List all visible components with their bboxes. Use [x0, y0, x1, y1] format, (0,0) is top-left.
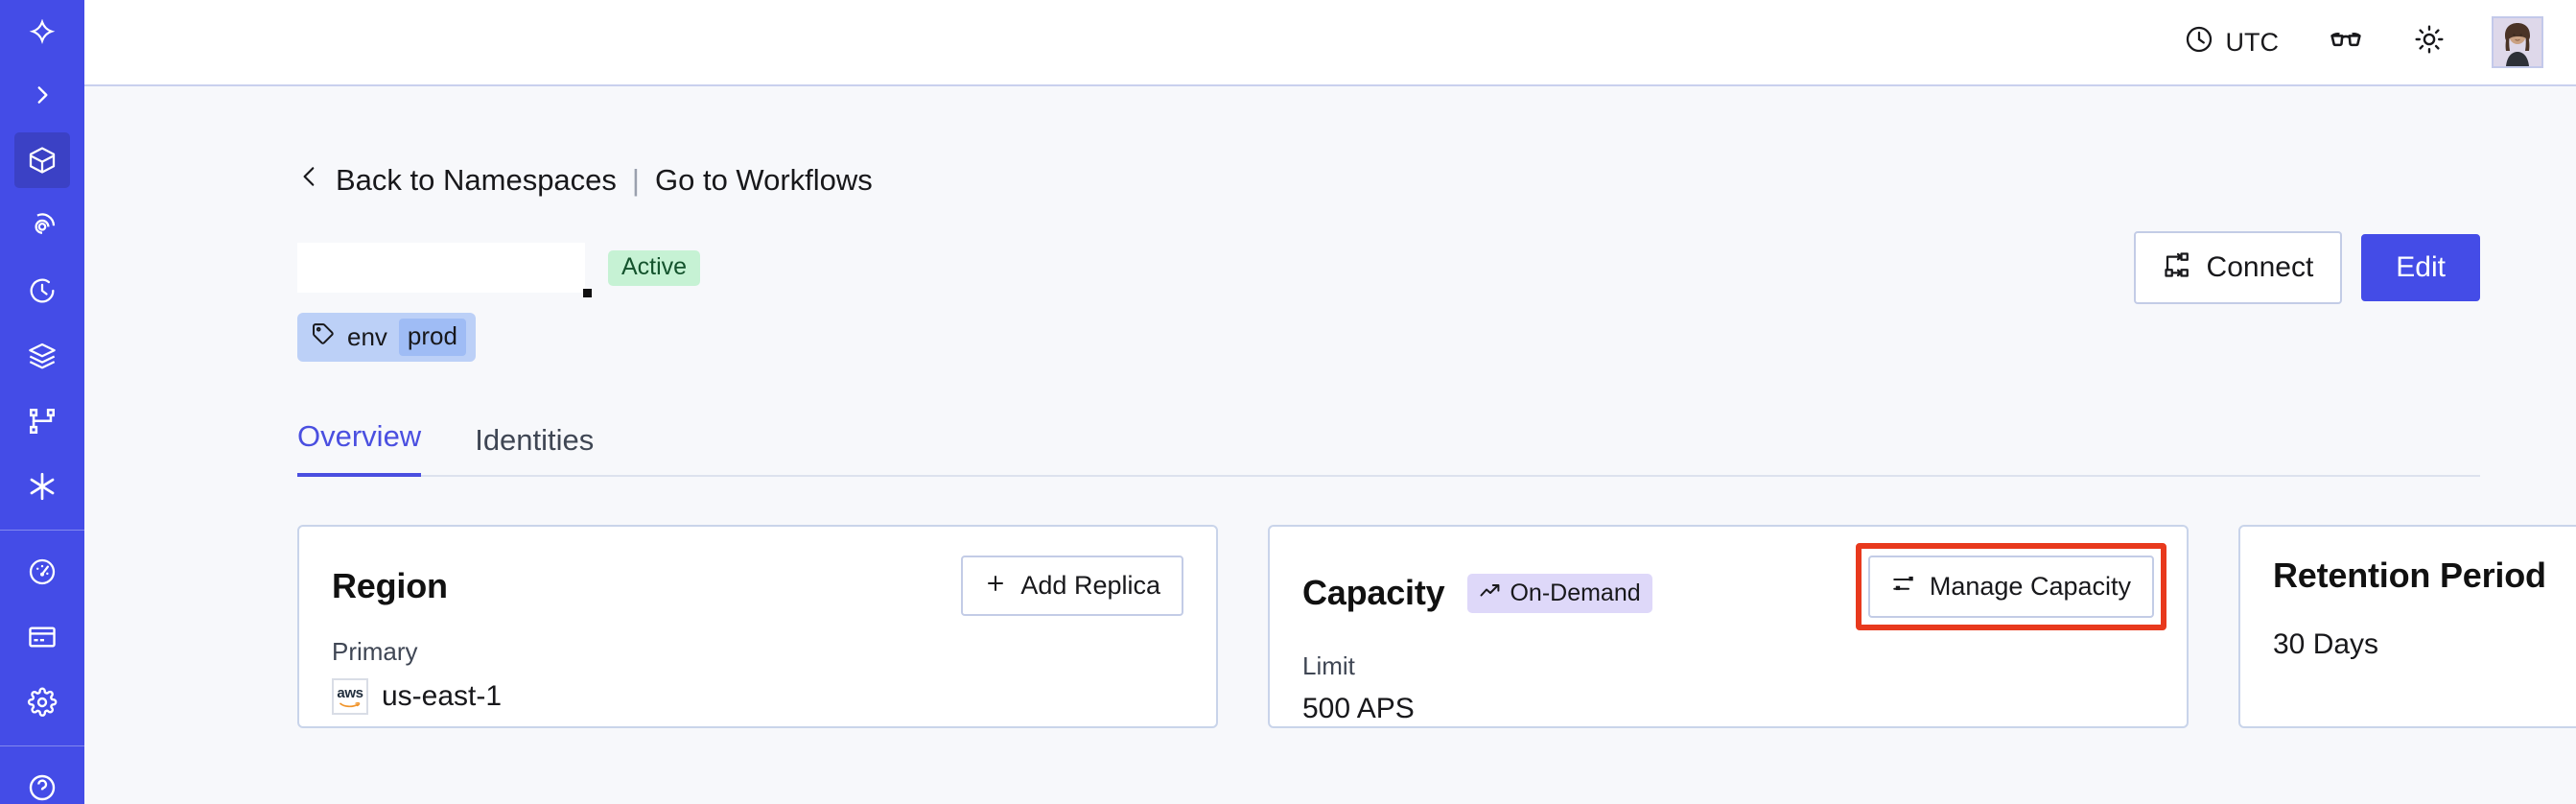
sidebar-item-batch-operations[interactable] — [14, 328, 70, 384]
content-area: Back to Namespaces | Go to Workflows Act… — [84, 86, 2576, 804]
region-card-title: Region — [332, 565, 448, 605]
status-badge: Active — [608, 249, 701, 286]
manage-capacity-highlight: Manage Capacity — [1855, 543, 2166, 630]
capacity-mode-badge: On-Demand — [1467, 573, 1652, 613]
sidebar-item-namespaces[interactable] — [14, 132, 70, 188]
theme-toggle[interactable] — [2413, 23, 2446, 62]
timezone-label: UTC — [2225, 27, 2280, 57]
overview-cards: Region Add Replica — [297, 525, 2576, 728]
aws-logo-icon: aws — [332, 678, 368, 715]
sidebar-item-billing[interactable] — [14, 609, 70, 665]
region-primary-label: Primary — [332, 637, 418, 666]
sidebar-expand-toggle[interactable] — [14, 67, 70, 123]
sun-icon — [2413, 23, 2446, 62]
connect-button-label: Connect — [2206, 251, 2314, 283]
plus-icon — [984, 572, 1007, 600]
sidebar-divider-2 — [0, 745, 84, 746]
retention-value: 30 Days — [2273, 628, 2379, 660]
sidebar-item-usage[interactable] — [14, 544, 70, 600]
temporal-logo-icon[interactable] — [14, 8, 70, 63]
capacity-card: Capacity On-Demand — [1268, 525, 2189, 728]
namespace-tags: env prod — [297, 313, 2480, 362]
sidebar-item-workflows[interactable] — [14, 198, 70, 253]
sidebar-item-help[interactable] — [14, 760, 70, 804]
capacity-card-header: Capacity On-Demand — [1302, 543, 2166, 630]
timezone-selector[interactable]: UTC — [2184, 24, 2280, 61]
trending-up-icon — [1479, 579, 1502, 607]
user-avatar[interactable] — [2492, 16, 2543, 68]
capacity-mode-label: On-Demand — [1510, 579, 1641, 606]
capacity-card-title: Capacity — [1302, 573, 1445, 612]
namespace-title-row: Active — [297, 231, 2480, 304]
topbar: UTC — [84, 0, 2576, 86]
region-primary-value-row: aws us-east-1 — [332, 678, 1183, 715]
retention-card-header: Retention Period — [2273, 556, 2576, 596]
capacity-card-action: Manage Capacity — [1855, 543, 2166, 630]
title-truncation-dot — [583, 289, 592, 297]
region-card-header: Region Add Replica — [332, 556, 1183, 616]
connect-button[interactable]: Connect — [2133, 231, 2343, 304]
capacity-limit-label: Limit — [1302, 651, 1355, 680]
sidebar-item-nexus[interactable] — [14, 459, 70, 514]
content-inner: Back to Namespaces | Go to Workflows Act… — [84, 161, 2576, 728]
capacity-limit-value: 500 APS — [1302, 693, 1415, 724]
add-replica-label: Add Replica — [1020, 571, 1160, 600]
sidebar-item-settings[interactable] — [14, 674, 70, 730]
glasses-icon — [2329, 22, 2363, 63]
manage-capacity-label: Manage Capacity — [1929, 572, 2131, 601]
clock-icon — [2184, 24, 2214, 61]
tag-env[interactable]: env prod — [297, 313, 476, 362]
breadcrumb-workflows-link[interactable]: Go to Workflows — [654, 163, 873, 197]
sidebar-item-task-queues[interactable] — [14, 393, 70, 449]
tag-icon — [311, 321, 336, 353]
edit-button-label: Edit — [2396, 251, 2446, 283]
sidebar-item-schedules[interactable] — [14, 263, 70, 319]
sidebar — [0, 0, 84, 804]
sidebar-primary-group — [14, 132, 70, 524]
add-replica-button[interactable]: Add Replica — [961, 556, 1183, 616]
breadcrumb: Back to Namespaces | Go to Workflows — [297, 161, 2480, 200]
edit-button[interactable]: Edit — [2361, 234, 2480, 301]
tab-identities[interactable]: Identities — [475, 423, 595, 457]
tag-key: env — [347, 322, 387, 351]
tab-overview[interactable]: Overview — [297, 419, 422, 477]
region-card-action: Add Replica — [961, 556, 1183, 616]
main-area: UTC — [84, 0, 2576, 804]
tab-bar: Overview Identities — [297, 417, 2480, 477]
connect-icon — [2163, 250, 2191, 285]
chevron-left-icon[interactable] — [297, 161, 322, 200]
manage-capacity-button[interactable]: Manage Capacity — [1867, 556, 2154, 618]
page-title — [297, 243, 592, 297]
retention-card: Retention Period 30 Days — [2238, 525, 2576, 728]
readability-toggle[interactable] — [2329, 22, 2363, 63]
header-actions: Connect Edit — [2133, 231, 2480, 304]
retention-card-title: Retention Period — [2273, 556, 2546, 595]
breadcrumb-back-link[interactable]: Back to Namespaces — [336, 163, 617, 197]
breadcrumb-separator: | — [631, 163, 640, 197]
region-card: Region Add Replica — [297, 525, 1218, 728]
tag-value: prod — [398, 319, 466, 356]
region-primary-value: us-east-1 — [382, 680, 503, 712]
sliders-icon — [1891, 572, 1916, 602]
sidebar-divider-1 — [0, 530, 84, 531]
sidebar-secondary-group — [14, 544, 70, 740]
